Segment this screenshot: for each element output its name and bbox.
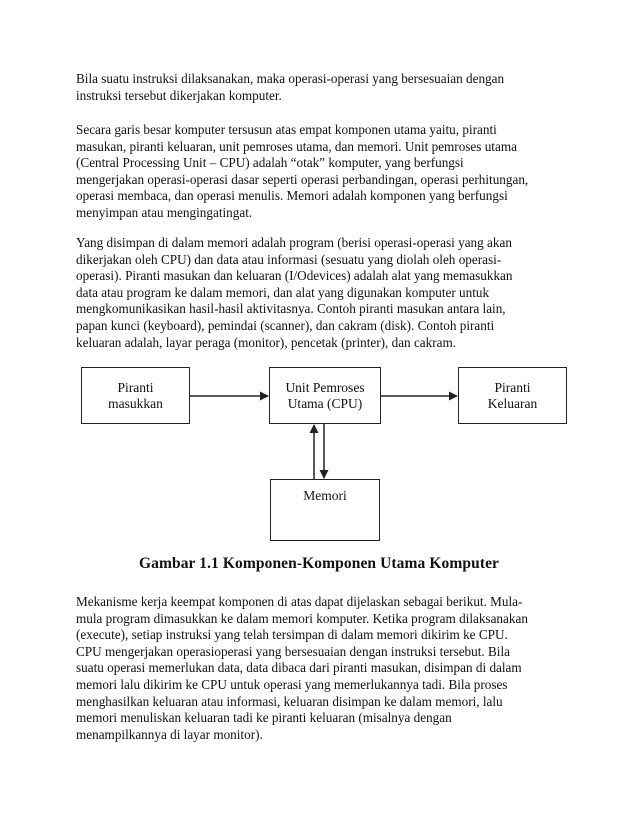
text-line: mula program dimasukkan ke dalam memori … — [76, 610, 528, 626]
box-label: Unit Pemroses — [285, 379, 365, 395]
box-label: Piranti — [117, 379, 154, 395]
text-line: operasi). Piranti masukan dan keluaran (… — [76, 268, 513, 284]
text-line: menampilkannya di layar monitor). — [76, 726, 263, 742]
text-line: masukan, piranti keluaran, unit pemroses… — [76, 138, 517, 154]
text-line: dikerjakan oleh CPU) dan data atau infor… — [76, 251, 502, 267]
box-label: Piranti — [494, 379, 531, 395]
box-label: Utama (CPU) — [287, 395, 363, 411]
output-device-box: Piranti Keluaran — [458, 367, 567, 424]
text-line: papan kunci (keyboard), pemindai (scanne… — [76, 317, 495, 333]
cpu-box: Unit Pemroses Utama (CPU) — [269, 367, 381, 424]
memory-box: Memori — [270, 479, 380, 541]
text-line: menyimpan atau mengingatingat. — [76, 204, 253, 220]
text-line: keluaran adalah, layar peraga (monitor),… — [76, 334, 457, 350]
text-line: mengerjakan operasi-operasi dasar sepert… — [76, 171, 529, 187]
box-label: Keluaran — [487, 395, 538, 411]
input-device-box: Piranti masukkan — [81, 367, 190, 424]
text-line: suatu operasi memerlukan data, data diba… — [76, 660, 522, 676]
text-line: instruksi tersebut dikerjakan komputer. — [76, 87, 282, 103]
text-line: (execute), setiap instruksi yang telah t… — [76, 627, 508, 643]
text-line: memori lalu dikirim ke CPU untuk operasi… — [76, 676, 508, 692]
text-line: Secara garis besar komputer tersusun ata… — [76, 122, 497, 137]
paragraph-mechanism: Mekanisme kerja keempat komponen di atas… — [76, 594, 576, 743]
text-line: operasi membaca, dan operasi menulis. Me… — [76, 188, 508, 204]
text-line: Yang disimpan di dalam memori adalah pro… — [76, 235, 512, 250]
text-line: memori menuliskan keluaran tadi ke piran… — [76, 710, 452, 726]
text-line: data atau program ke dalam memori, dan a… — [76, 284, 490, 300]
text-line: mengkomunikasikan hasil-hasil aktivitasn… — [76, 301, 506, 317]
paragraph-instruction: Bila suatu instruksi dilaksanakan, maka … — [76, 71, 576, 104]
paragraph-components: Secara garis besar komputer tersusun ata… — [76, 122, 576, 222]
paragraph-memory: Yang disimpan di dalam memori adalah pro… — [76, 235, 576, 351]
figure-caption: Gambar 1.1 Komponen-Komponen Utama Kompu… — [138, 555, 500, 572]
text-line: menghasilkan keluaran atau informasi, ke… — [76, 693, 503, 709]
text-line: Mekanisme kerja keempat komponen di atas… — [76, 594, 523, 609]
text-line: CPU mengerjakan operasioperasi yang bers… — [76, 643, 510, 659]
box-label: Memori — [303, 488, 347, 503]
text-line: Bila suatu instruksi dilaksanakan, maka … — [76, 71, 505, 86]
box-label: masukkan — [108, 395, 163, 411]
text-line: (Central Processing Unit – CPU) adalah “… — [76, 155, 464, 171]
